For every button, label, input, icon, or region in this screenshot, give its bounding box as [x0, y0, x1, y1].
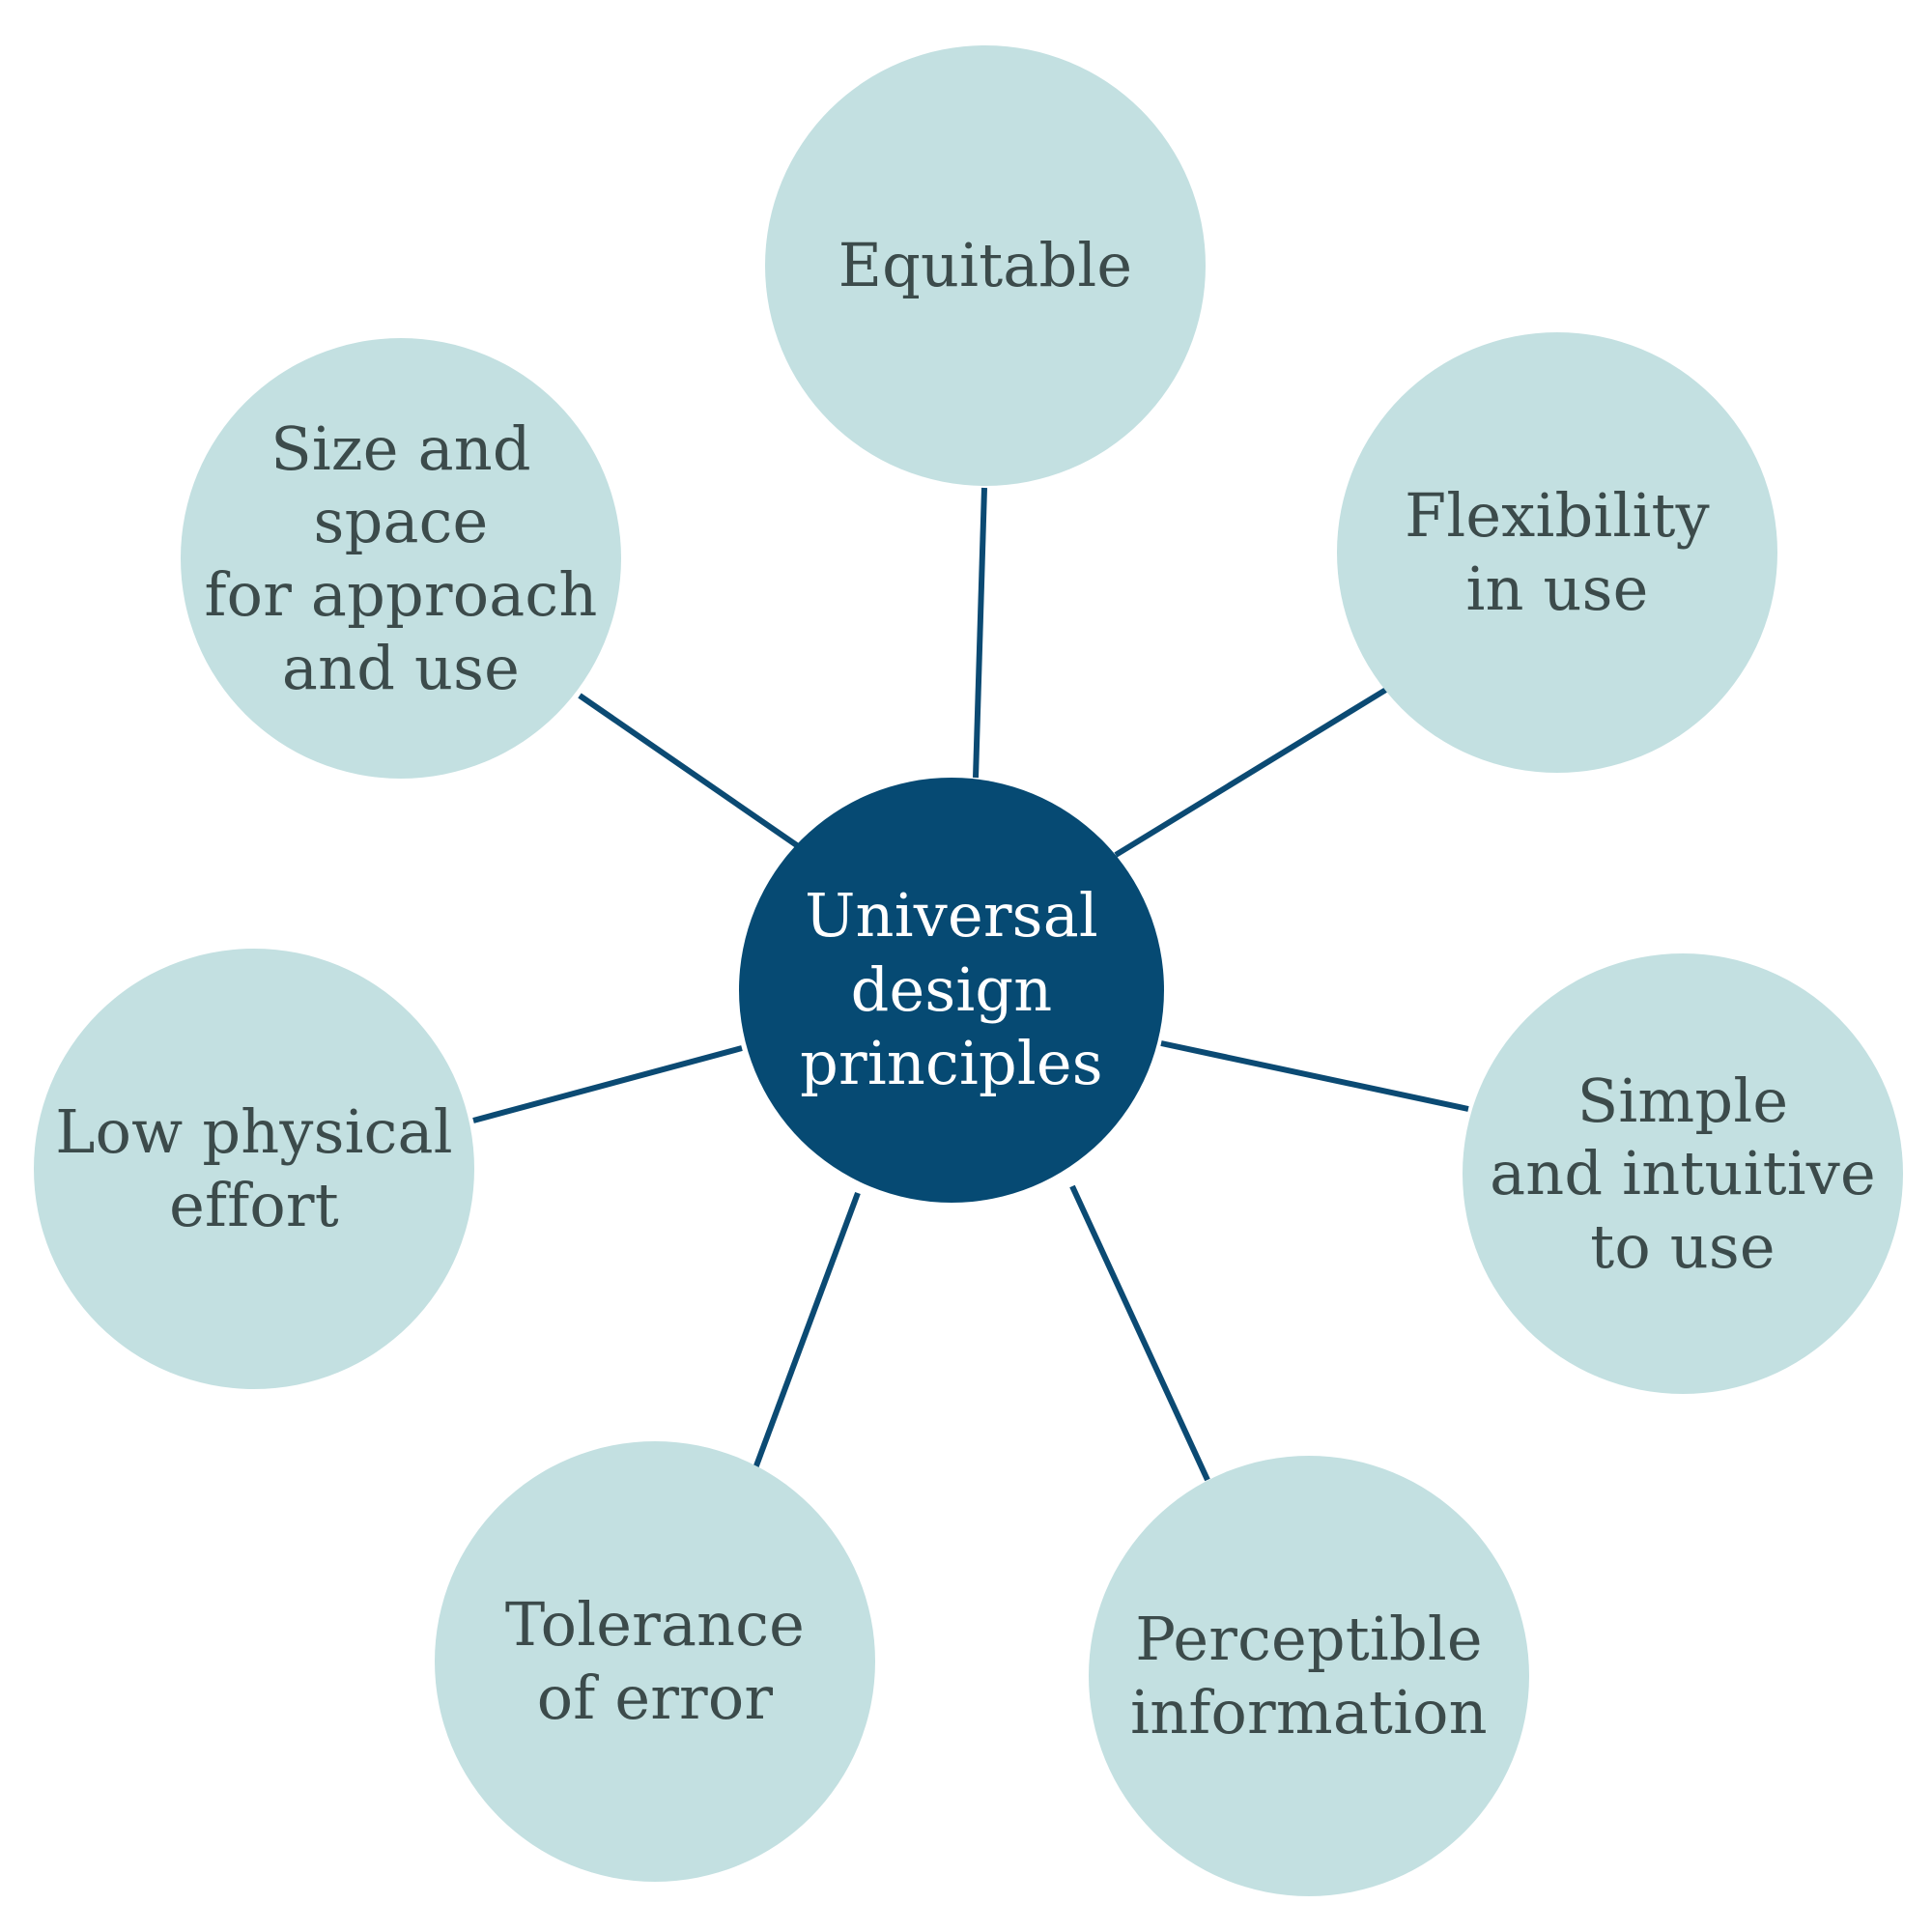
- node-size-and-space-for-approach-and-use-label: Size and space for approach and use: [204, 412, 598, 703]
- node-perceptible-information-label: Perceptible information: [1130, 1604, 1488, 1747]
- node-tolerance-of-error[interactable]: Tolerance of error: [435, 1441, 875, 1882]
- node-size-and-space-for-approach-and-use[interactable]: Size and space for approach and use: [181, 338, 621, 779]
- node-equitable-label: Equitable: [838, 230, 1133, 301]
- connector-hub-to-flexibility: [1114, 685, 1391, 858]
- node-tolerance-of-error-label: Tolerance of error: [504, 1589, 806, 1733]
- node-simple-and-intuitive-to-use[interactable]: Simple and intuitive to use: [1463, 953, 1903, 1394]
- connector-hub-to-low-physical-effort: [472, 1045, 743, 1123]
- connector-hub-to-size-and-space: [578, 693, 806, 853]
- node-low-physical-effort-label: Low physical effort: [55, 1096, 453, 1240]
- node-low-physical-effort[interactable]: Low physical effort: [34, 949, 474, 1389]
- node-perceptible-information[interactable]: Perceptible information: [1089, 1456, 1529, 1896]
- node-universal-design-principles-label: Universal design principles: [800, 879, 1103, 1099]
- node-simple-and-intuitive-to-use-label: Simple and intuitive to use: [1490, 1065, 1876, 1282]
- connector-hub-to-equitable: [973, 487, 987, 779]
- connector-hub-to-perceptible: [1069, 1184, 1210, 1482]
- node-equitable[interactable]: Equitable: [765, 45, 1206, 486]
- node-flexibility-in-use[interactable]: Flexibility in use: [1337, 332, 1777, 773]
- node-universal-design-principles-hub[interactable]: Universal design principles: [739, 778, 1164, 1203]
- connector-hub-to-simple: [1160, 1040, 1469, 1112]
- node-flexibility-in-use-label: Flexibility in use: [1405, 480, 1710, 624]
- connector-hub-to-tolerance: [753, 1191, 861, 1470]
